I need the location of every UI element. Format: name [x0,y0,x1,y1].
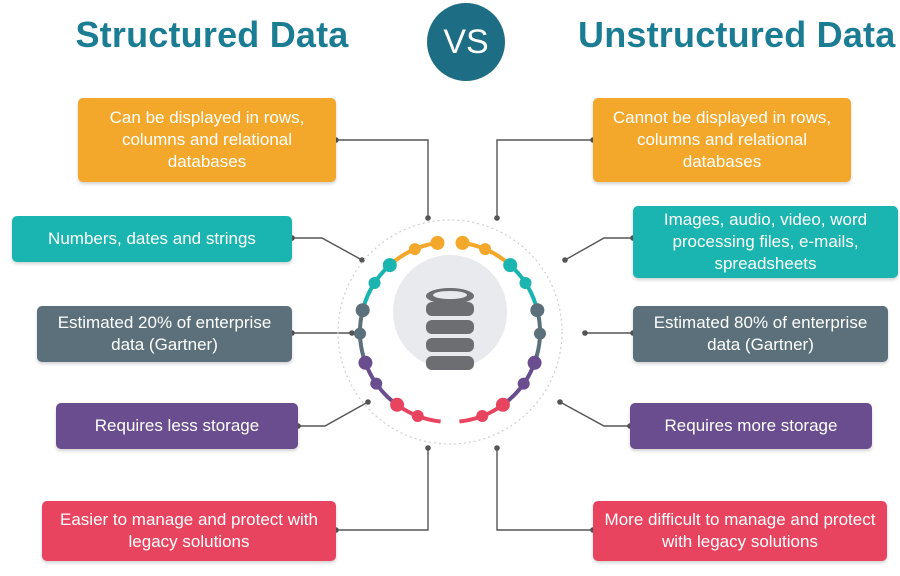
connector-left-5 [336,448,429,531]
right-ring-node-3a [530,303,545,318]
left-ring-node-3b [354,327,367,340]
right-ring-node-3b [533,327,546,340]
connector-right-5 [496,448,593,531]
left-item-5: Easier to manage and protect with legacy… [42,501,336,561]
right-ring-node-2a [503,258,518,273]
right-item-3: Estimated 80% of enterprise data (Gartne… [633,306,888,362]
connector-group [292,139,633,531]
right-item-2: Images, audio, video, word processing fi… [633,206,898,278]
right-item-1: Cannot be displayed in rows, columns and… [593,98,851,182]
right-ring-node-5a [495,397,510,412]
colored-node-ring [354,235,546,424]
connector-right-2 [564,237,633,261]
structured-data-title: Structured Data [75,14,349,55]
right-item-5: More difficult to manage and protect wit… [593,501,887,561]
left-item-4: Requires less storage [56,403,298,449]
connector-left-2 [292,237,363,261]
left-ring-node-4a [358,355,373,370]
right-ring-node-1b [479,243,492,256]
left-ring-node-1a [430,235,445,250]
right-ring-node-2b [519,276,532,289]
connector-left-4 [298,401,369,427]
right-ring-node-5b [476,410,489,423]
connector-right-1 [496,139,593,218]
left-ring-node-3a [355,303,370,318]
left-item-2: Numbers, dates and strings [12,216,292,262]
connector-right-4 [559,401,630,427]
vs-badge: VS [427,3,505,81]
outer-dashed-ring [337,219,563,445]
left-ring-node-5b [411,410,424,423]
right-ring-node-4a [527,355,542,370]
left-ring-node-5a [390,397,405,412]
connector-left-1 [336,139,429,218]
left-ring-node-2b [368,276,381,289]
left-ring-node-4b [370,377,383,390]
unstructured-data-title: Unstructured Data [578,14,896,55]
left-ring-node-2a [382,258,397,273]
left-item-3: Estimated 20% of enterprise data (Gartne… [37,306,292,362]
left-item-1: Can be displayed in rows, columns and re… [78,98,336,182]
right-ring-node-4b [517,377,530,390]
right-item-4: Requires more storage [630,403,872,449]
right-ring-node-1a [455,235,470,250]
left-ring-node-1b [408,243,421,256]
